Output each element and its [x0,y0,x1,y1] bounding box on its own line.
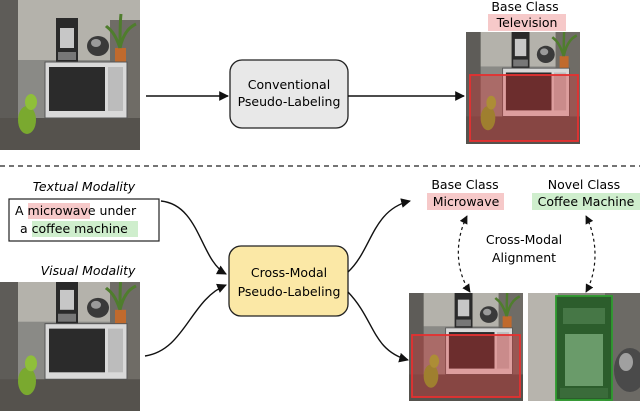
crossmodal-line2: Pseudo-Labeling [238,284,341,299]
alignment-arrow-base [457,215,471,293]
conventional-line1: Conventional [248,77,330,92]
novel-class-label: Novel Class [548,177,620,192]
cross-modal-pseudo-labeling-box: Cross-Modal Pseudo-Labeling [228,245,349,317]
coffee-machine-label: Coffee Machine [538,194,635,209]
microwave-output-image [409,293,523,401]
microwave-label-highlight [427,193,504,210]
caption-box: A microwave under a coffee machine [8,198,160,242]
microwave-bbox [411,334,521,398]
coffee-machine-label-highlight [532,193,640,210]
crossmodal-line1: Cross-Modal [251,265,327,280]
top-base-class-label: Base Class [491,0,558,14]
arrow-image-in [144,283,227,357]
television-label: Television [496,15,558,30]
television-highlight [488,14,566,31]
textual-modality-title: Textual Modality [33,179,136,194]
coffee-machine-output-image [528,293,640,401]
conventional-line2: Pseudo-Labeling [238,94,341,109]
microwave-highlight [28,203,90,219]
caption-line1: A microwave under [15,203,137,218]
arrow-text-in [160,200,227,275]
television-bbox [469,74,579,142]
coffee-machine-bbox [555,295,613,401]
visual-modality-title: Visual Modality [41,263,136,278]
alignment-line1: Cross-Modal [486,232,562,247]
base-class-label: Base Class [431,177,498,192]
top-output-image [466,32,580,144]
coffee-machine-highlight [32,221,138,237]
top-input-image [0,0,140,150]
alignment-arrow-novel [585,215,596,293]
arrow-out-image [347,291,409,363]
arrow-out-labels [347,198,411,273]
bottom-input-image [0,282,140,411]
caption-line2: a coffee machine [20,221,128,236]
alignment-line2: Alignment [492,250,556,265]
conventional-pseudo-labeling-box: Conventional Pseudo-Labeling [229,59,349,129]
microwave-label: Microwave [433,194,500,209]
